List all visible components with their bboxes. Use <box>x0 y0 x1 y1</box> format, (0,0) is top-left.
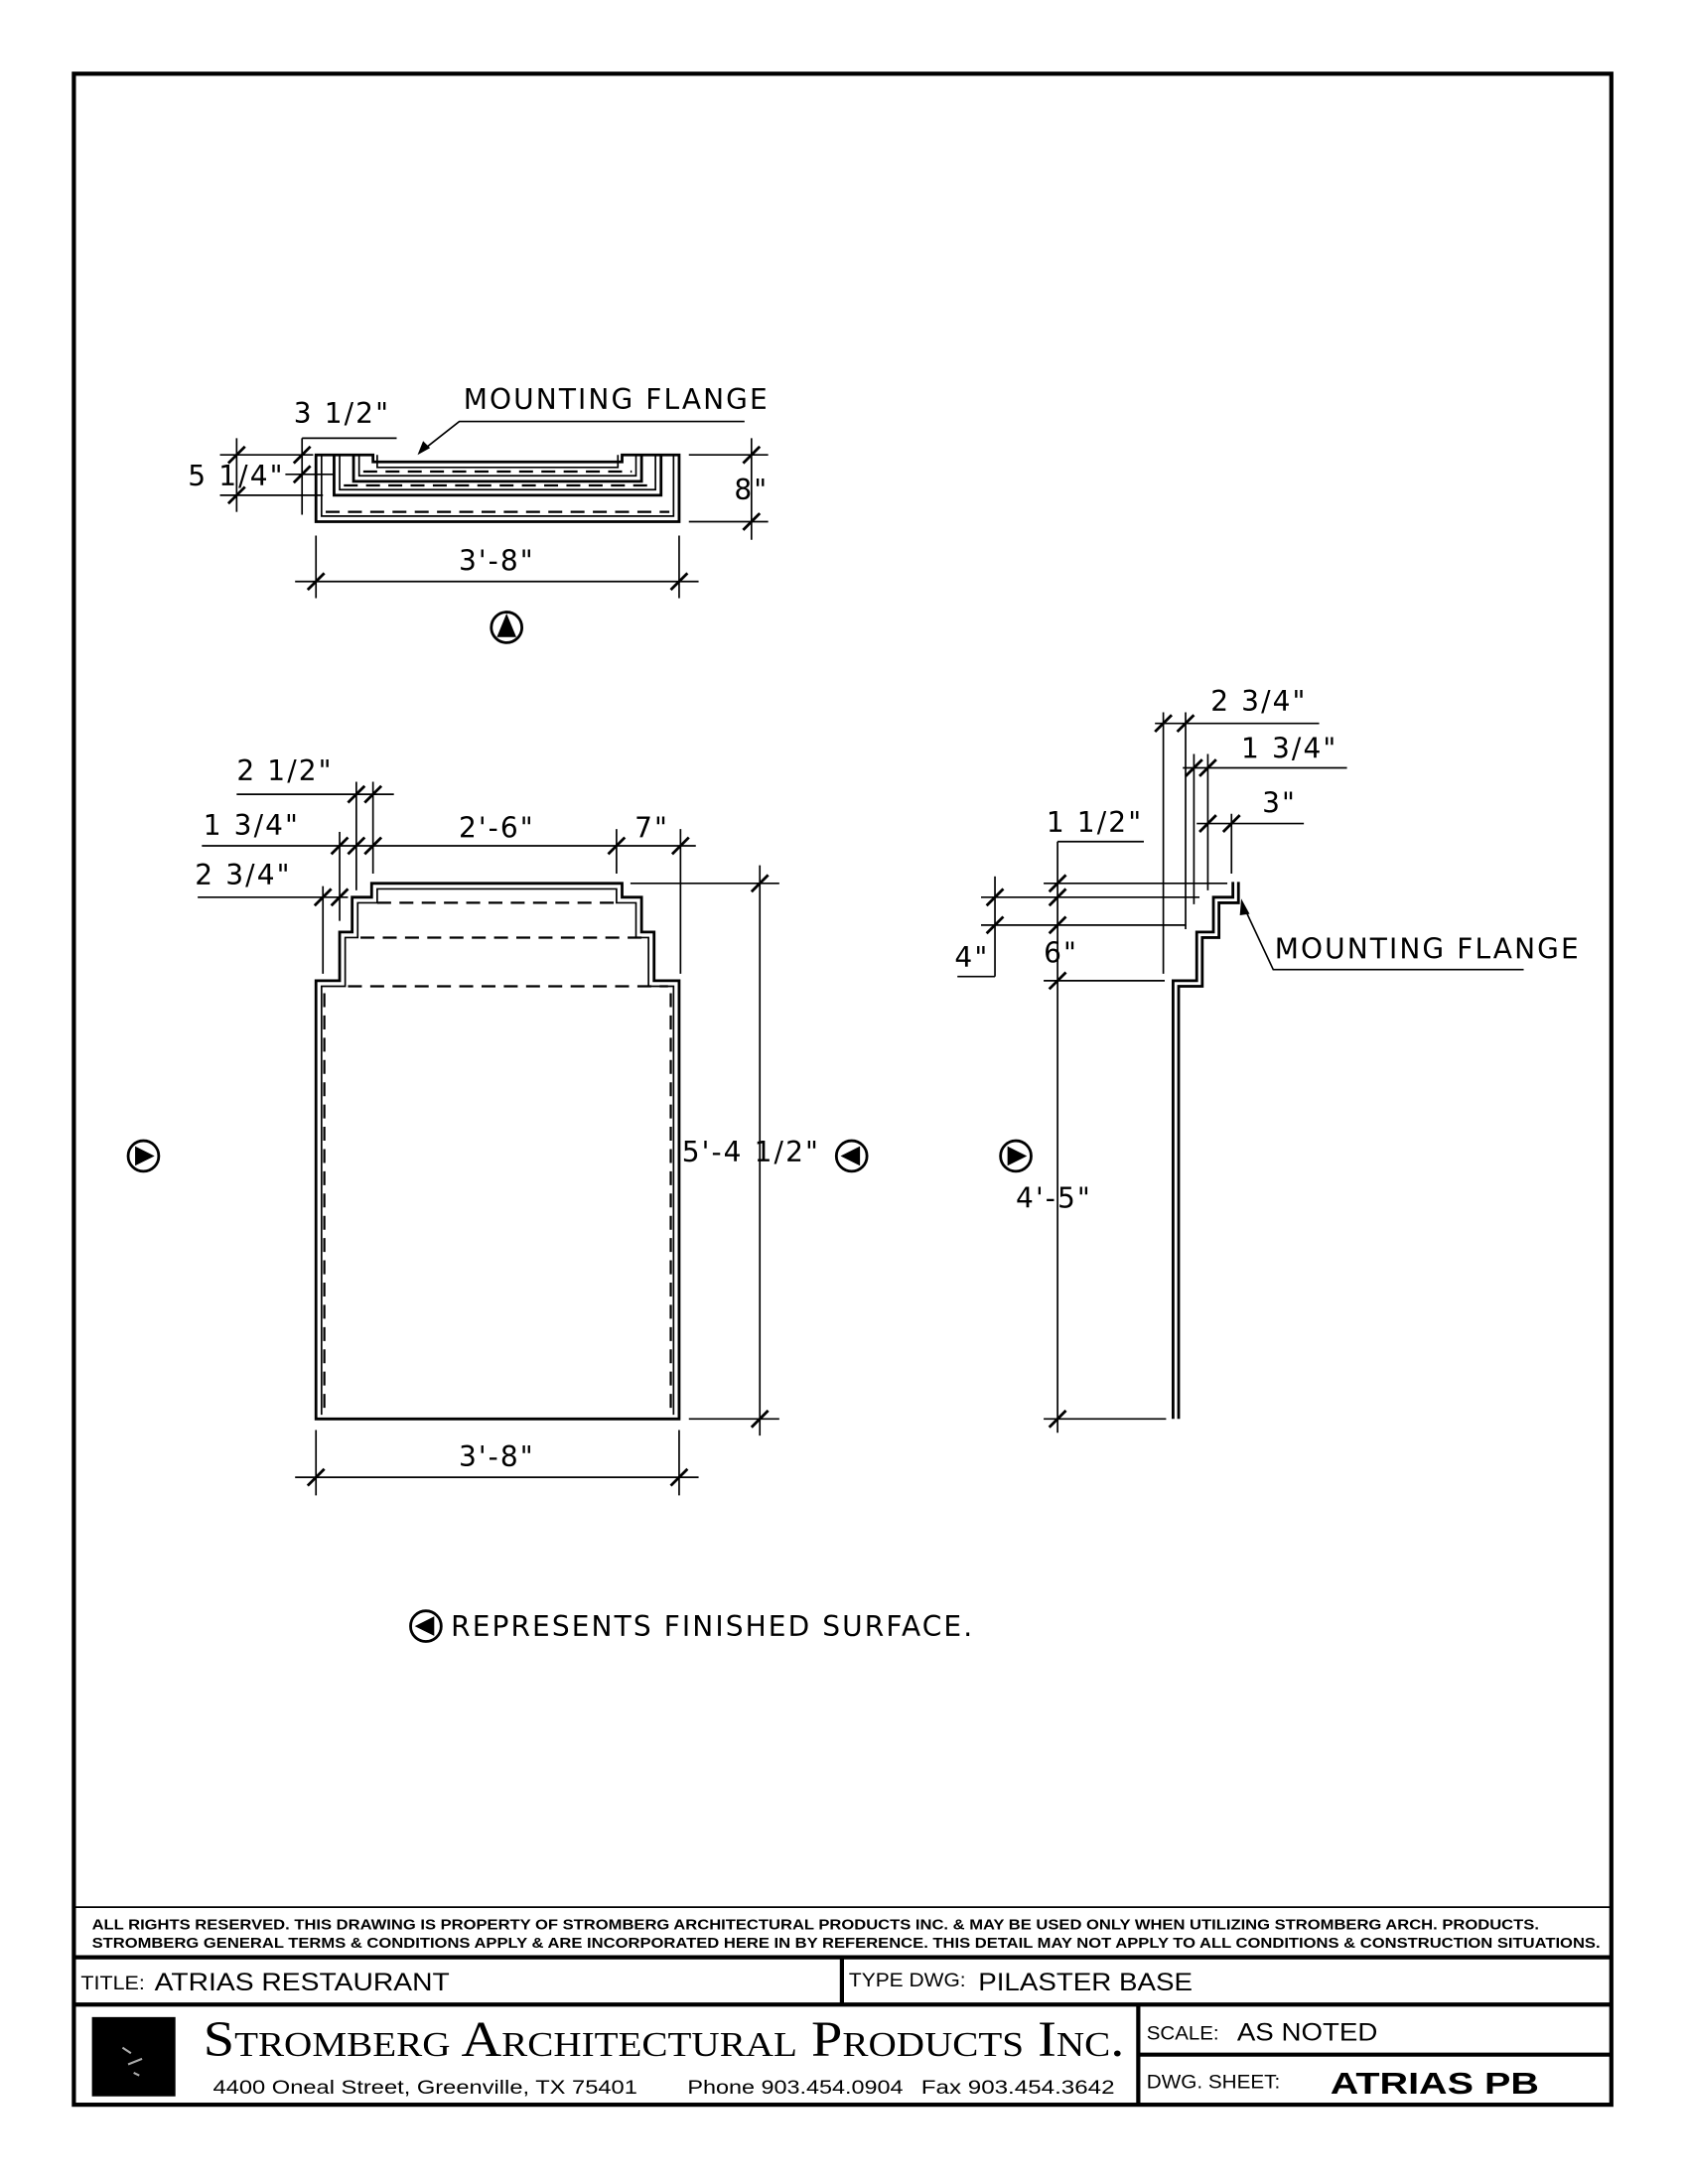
rights-notice-line1: ALL RIGHTS RESERVED. THIS DRAWING IS PRO… <box>92 1918 1539 1934</box>
elevation-outline <box>314 882 681 1421</box>
company-logo <box>91 2016 176 2097</box>
section-dim-c: 3" <box>1262 786 1297 819</box>
title-value: ATRIAS RESTAURANT <box>155 1969 450 1996</box>
company-phone: Phone 903.454.0904 <box>687 2077 903 2099</box>
type-dwg-label: TYPE DWG: <box>849 1970 966 1991</box>
finished-surface-marker-icon <box>409 1609 443 1643</box>
title-label: TITLE: <box>80 1973 144 1994</box>
section-dim-d: 1 1/2" <box>1047 806 1143 839</box>
elevation-side-dim: 7" <box>634 812 669 845</box>
plan-flange-label: MOUNTING FLANGE <box>464 383 770 416</box>
finished-surface-marker-icon <box>834 1139 869 1173</box>
section-flange-label: MOUNTING FLANGE <box>1275 932 1581 965</box>
plan-flange-depth-dim: 5 1/4" <box>188 460 284 492</box>
section-dim-f: 6" <box>1044 937 1078 970</box>
sheet-label: DWG. SHEET: <box>1147 2071 1281 2093</box>
sheet-border <box>71 71 1614 2108</box>
section-height-dim: 4'-5" <box>1016 1181 1092 1214</box>
company-fax: Fax 903.454.3642 <box>921 2077 1115 2099</box>
scale-value: AS NOTED <box>1237 2019 1378 2047</box>
elevation-top-dim: 2'-6" <box>459 812 535 845</box>
legend: REPRESENTS FINISHED SURFACE. <box>409 1609 974 1643</box>
elevation-width-dim: 3'-8" <box>459 1440 535 1473</box>
rights-notice-line2: STROMBERG GENERAL TERMS & CONDITIONS APP… <box>92 1936 1601 1952</box>
elevation-step-a-dim: 2 1/2" <box>236 754 333 787</box>
company-name: Stromberg Architectural Products Inc. <box>204 2011 1125 2067</box>
section-dim-b: 1 3/4" <box>1241 733 1337 765</box>
section-view: 2 3/4" 1 3/4" 3" 4" 1 1/2" 6" 4'-5" MOUN… <box>954 685 1581 1433</box>
section-dim-e: 4" <box>954 941 989 974</box>
plan-view: 3'-8" 8" 5 1/4" 3 1/2" MOUNTING FLANGE <box>188 383 770 644</box>
finished-surface-marker-icon <box>126 1139 161 1173</box>
plan-width-dim: 3'-8" <box>459 545 535 578</box>
legend-finished-surface: REPRESENTS FINISHED SURFACE. <box>451 1610 974 1643</box>
plan-depth-dim: 8" <box>734 474 769 506</box>
plan-flange-offset-dim: 3 1/2" <box>294 397 390 430</box>
title-block: ALL RIGHTS RESERVED. THIS DRAWING IS PRO… <box>73 1906 1612 2106</box>
type-dwg-value: PILASTER BASE <box>978 1969 1193 1996</box>
finished-surface-marker-icon <box>999 1139 1033 1173</box>
elevation-step-b-dim: 1 3/4" <box>204 809 300 842</box>
section-marker-icon <box>490 611 524 644</box>
plan-outline <box>314 453 681 523</box>
elevation-step-c-dim: 2 3/4" <box>195 859 291 891</box>
elevation-view: 3'-8" 5'-4 1/2" 2 1/2" 1 3/4" 2'-6" 7" 2… <box>126 754 869 1496</box>
elevation-height-dim: 5'-4 1/2" <box>682 1136 820 1168</box>
company-address: 4400 Oneal Street, Greenville, TX 75401 <box>213 2077 637 2099</box>
sheet-value: ATRIAS PB <box>1331 2066 1539 2101</box>
scale-label: SCALE: <box>1147 2022 1219 2044</box>
section-dim-a: 2 3/4" <box>1210 685 1307 718</box>
